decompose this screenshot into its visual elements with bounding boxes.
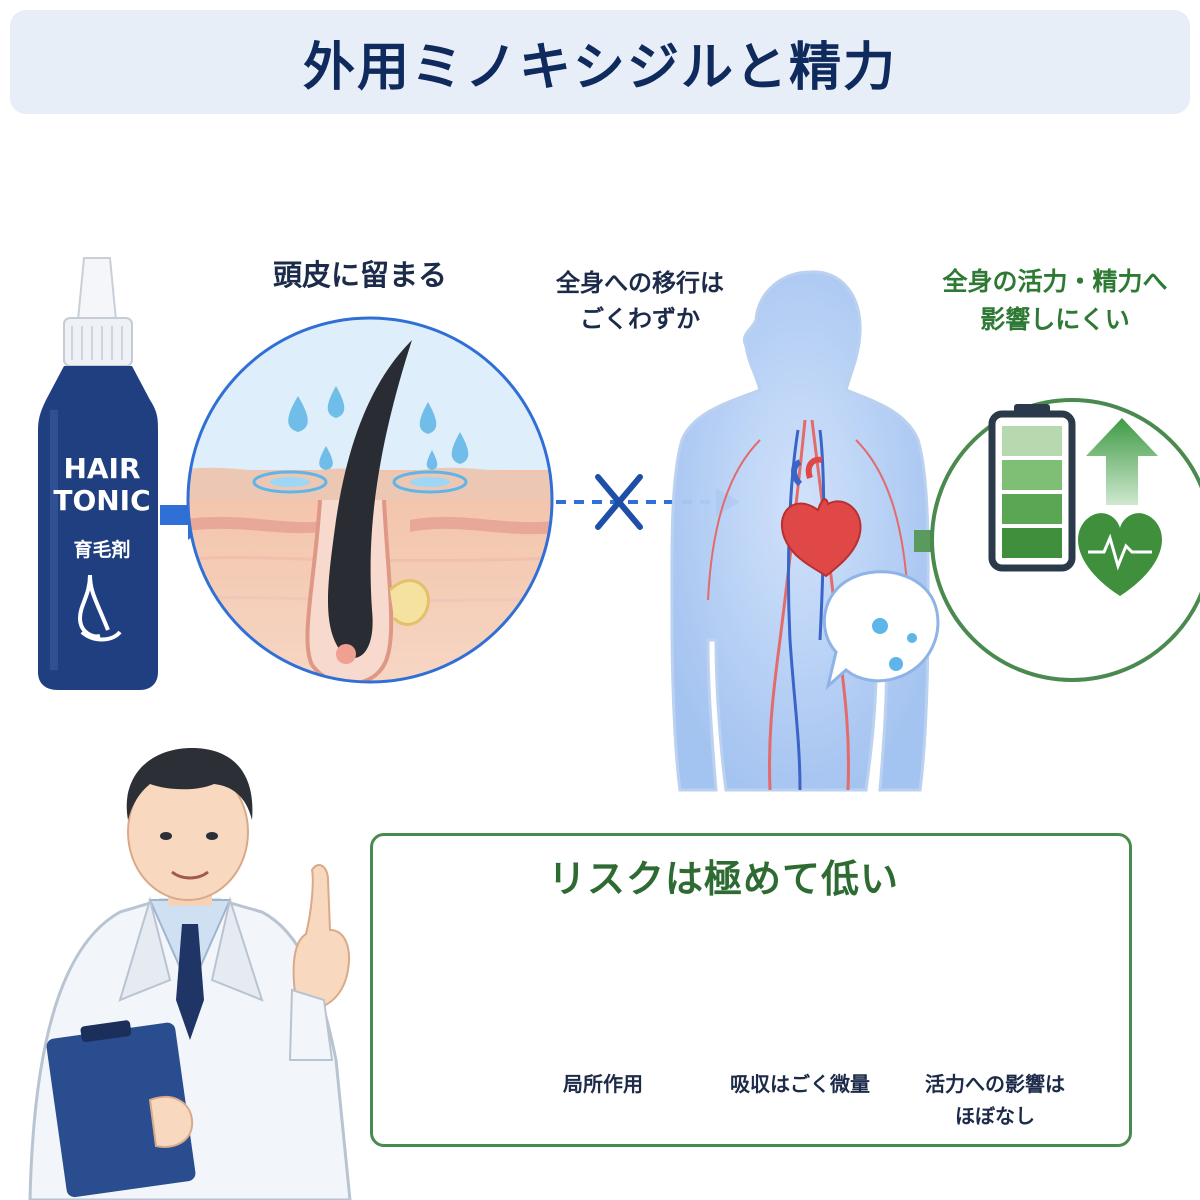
risk-item-label: 吸収はごく微量 [700,1068,900,1100]
drop-icon [419,402,437,434]
drop-icon [327,386,345,418]
vitality-circle-icon [930,398,1200,682]
risk-item-label-line1: 吸収はごく微量 [730,1072,870,1096]
vitality-step-label: 全身の活力・精力へ 影響しにくい [905,263,1200,339]
risk-item-label-line1: 局所作用 [563,1072,643,1096]
up-arrow-icon [1086,418,1158,505]
transfer-label-line1: 全身への移行は [556,269,724,297]
hair-tonic-bottle-icon [38,257,158,690]
battery-icon [988,404,1076,572]
bottle-label-japanese: 育毛剤 [73,539,131,561]
risk-summary-panel [370,833,1132,1147]
clipboard-icon [46,1020,196,1198]
scalp-step-label: 頭皮に留まる [272,258,447,292]
risk-item-label-line1: 活力への影響は [925,1072,1065,1096]
doctor-icon [28,748,352,1200]
drop-icon [319,446,333,470]
risk-item-label-line2: ほぼなし [955,1104,1035,1128]
heart-icon [780,498,862,578]
risk-title: リスクは極めて低い [548,857,900,901]
risk-item-label: 局所作用 [528,1068,678,1100]
transfer-step-label: 全身への移行は ごくわずか [535,265,745,337]
bottle-label-hair: HAIR [63,452,141,485]
bottle-label-tonic: TONIC [53,484,151,517]
title-banner: 外用ミノキシジルと精力 [10,10,1190,114]
risk-item-label: 活力への影響は ほぼなし [895,1068,1095,1132]
vitality-label-line2: 影響しにくい [980,305,1130,334]
scalp-cross-section-icon [186,316,554,684]
transfer-label-line2: ごくわずか [580,305,700,333]
human-body-icon [670,270,940,792]
vitality-label-line1: 全身の活力・精力へ [942,267,1168,296]
drop-icon [451,432,469,464]
heartbeat-heart-icon [1078,513,1162,596]
drop-icon [288,396,308,432]
drop-icon [426,450,438,470]
page-title: 外用ミノキシジルと精力 [302,37,897,98]
